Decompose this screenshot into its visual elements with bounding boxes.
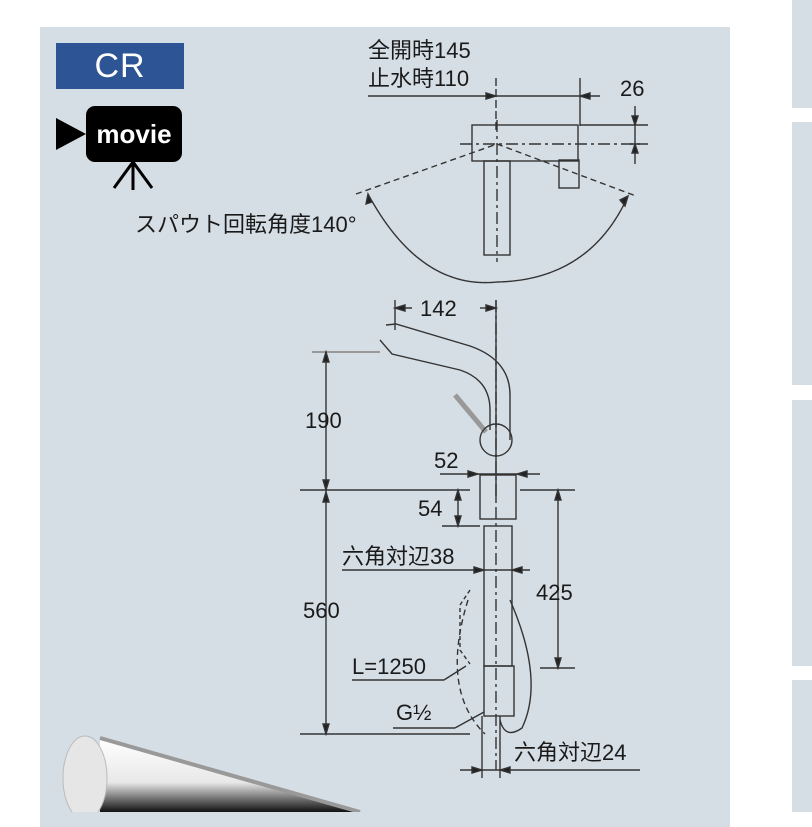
- movie-label: movie: [86, 106, 182, 162]
- below-counter-label: 425: [536, 580, 573, 605]
- top-view: [355, 78, 648, 284]
- base-height-label: 54: [418, 496, 443, 521]
- side-panel-3: [792, 400, 812, 666]
- hose-length-label: L=1250: [352, 654, 427, 679]
- side-panel-4: [792, 680, 812, 812]
- side-panel-1: [792, 0, 812, 108]
- finish-badge: CR: [56, 43, 184, 89]
- full-open-label: 全開時145: [368, 38, 471, 63]
- side-panel-2: [792, 122, 812, 385]
- spout-height-label: 190: [305, 408, 342, 433]
- spout-reach-label: 142: [420, 296, 457, 321]
- side-view: [300, 300, 640, 778]
- hex-24-label: 六角対辺24: [514, 740, 627, 765]
- thread-label: G½: [396, 700, 432, 725]
- hex-38-label: 六角対辺38: [342, 544, 455, 569]
- rotation-angle-label: スパウト回転角度140°: [135, 212, 357, 237]
- stop-water-label: 止水時110: [368, 66, 470, 91]
- total-below-label: 560: [303, 598, 340, 623]
- body-diameter-label: 52: [434, 448, 459, 473]
- offset-26-label: 26: [620, 76, 645, 101]
